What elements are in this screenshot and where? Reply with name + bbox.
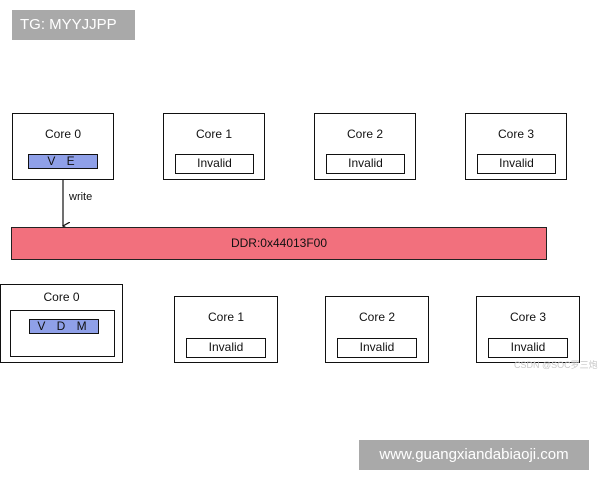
ddr-memory-bar: DDR:0x44013F00 bbox=[11, 227, 547, 260]
bottom-core-0-title: Core 0 bbox=[43, 290, 80, 304]
watermark-top: TG: MYYJJPP bbox=[12, 10, 135, 40]
bottom-core-2-title: Core 2 bbox=[358, 310, 396, 324]
bottom-core-0-line-box: V D M bbox=[10, 310, 115, 357]
bottom-core-1-title: Core 1 bbox=[207, 310, 245, 324]
watermark-bottom: www.guangxiandabiaoji.com bbox=[359, 440, 589, 470]
top-core-0: Core 0 V E bbox=[12, 113, 114, 180]
bottom-core-3: Core 3 Invalid bbox=[476, 296, 580, 363]
bottom-core-0: Core 0 V D M bbox=[0, 284, 123, 363]
csdn-watermark: CSDN @SOC罗三炮 bbox=[514, 360, 598, 370]
top-core-3-state: Invalid bbox=[477, 154, 556, 174]
bottom-core-0-state-vdm: V D M bbox=[29, 319, 99, 334]
top-core-0-title: Core 0 bbox=[44, 127, 82, 141]
top-core-2: Core 2 Invalid bbox=[314, 113, 416, 180]
top-core-3-title: Core 3 bbox=[497, 127, 535, 141]
top-core-2-state: Invalid bbox=[326, 154, 405, 174]
bottom-core-1-state: Invalid bbox=[186, 338, 266, 358]
top-core-3: Core 3 Invalid bbox=[465, 113, 567, 180]
bottom-core-2-state: Invalid bbox=[337, 338, 417, 358]
top-core-1-title: Core 1 bbox=[195, 127, 233, 141]
top-core-0-state-ve: V E bbox=[28, 154, 98, 169]
bottom-core-3-title: Core 3 bbox=[509, 310, 547, 324]
bottom-core-2: Core 2 Invalid bbox=[325, 296, 429, 363]
bottom-core-1: Core 1 Invalid bbox=[174, 296, 278, 363]
write-label: write bbox=[69, 191, 93, 203]
top-core-1-state: Invalid bbox=[175, 154, 254, 174]
top-core-1: Core 1 Invalid bbox=[163, 113, 265, 180]
bottom-core-3-state: Invalid bbox=[488, 338, 568, 358]
top-core-2-title: Core 2 bbox=[346, 127, 384, 141]
